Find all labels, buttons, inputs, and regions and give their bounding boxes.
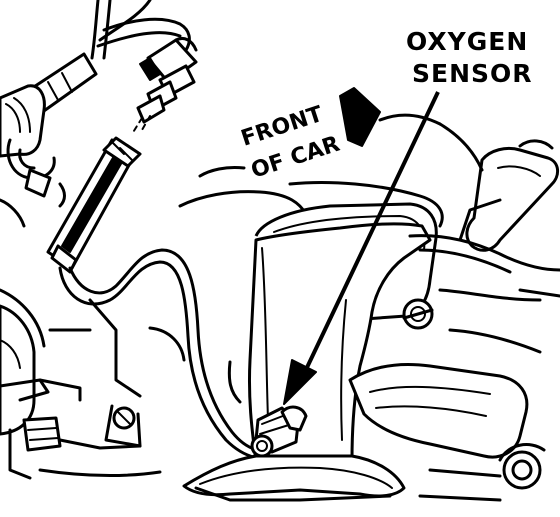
oxygen-sensor-label-line2: SENSOR xyxy=(412,59,533,88)
front-direction-arrow-icon xyxy=(339,87,381,147)
exhaust-downpipe xyxy=(182,222,432,502)
engine-right-structure xyxy=(348,113,560,502)
oxygen-sensor-arrowhead xyxy=(283,359,317,405)
sensor-lead-wire xyxy=(58,248,260,460)
oxygen-sensor-leader-line xyxy=(300,91,440,379)
oxygen-sensor-callout: OXYGEN SENSOR xyxy=(283,27,533,405)
oxygen-sensor-label-line1: OXYGEN xyxy=(406,27,528,56)
harness-connector-body xyxy=(46,136,142,274)
vacuum-hose-left xyxy=(0,84,66,228)
sensor-pigtail-connector xyxy=(131,36,198,135)
front-of-car-callout: FRONT OF CAR xyxy=(238,87,381,184)
engine-left-structure xyxy=(0,288,186,480)
oxygen-sensor-body xyxy=(250,405,308,458)
